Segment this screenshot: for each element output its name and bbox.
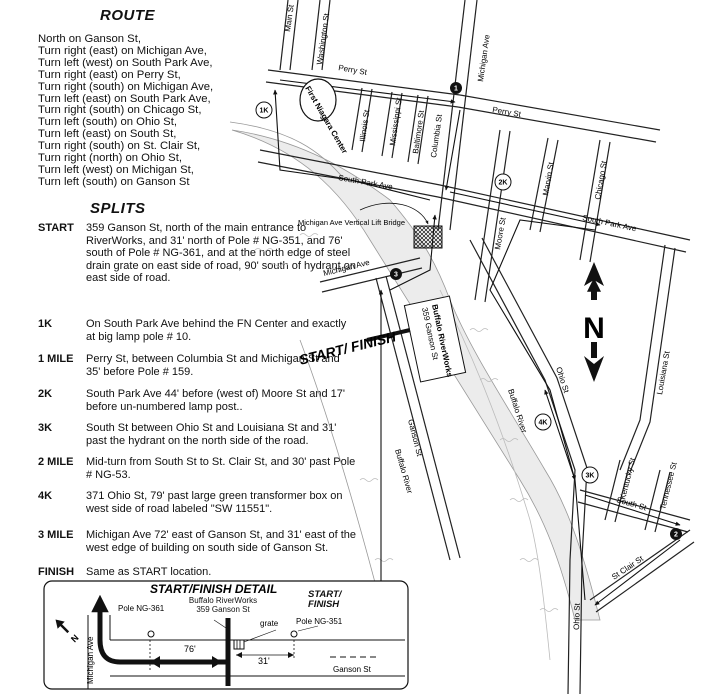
detail-michigan: Michigan Ave bbox=[86, 636, 95, 684]
svg-text:31': 31' bbox=[258, 656, 270, 666]
km-markers: 1K 2K 3K 4K bbox=[255, 101, 599, 484]
label-marvin: Marvin St bbox=[541, 161, 556, 197]
detail-title: START/FINISH DETAIL bbox=[150, 582, 277, 596]
label-michigan-n: Michigan Ave bbox=[476, 34, 492, 83]
riverworks-building bbox=[403, 295, 467, 383]
route-step: Turn left (west) on South Park Ave, bbox=[38, 56, 213, 69]
route-step: Turn right (east) on Perry St, bbox=[38, 68, 181, 81]
svg-text:1K: 1K bbox=[260, 108, 269, 115]
start-finish-label: START/ FINISH bbox=[297, 328, 398, 368]
label-st-clair: St Clair St bbox=[610, 554, 646, 582]
split-desc: South St between Ohio St and Louisiana S… bbox=[86, 422, 337, 447]
label-ganson: Ganson St bbox=[406, 418, 424, 458]
split-desc: South Park Ave 44' before (west of) Moor… bbox=[86, 388, 345, 413]
route-step: Turn left (south) on Ganson St bbox=[38, 175, 190, 188]
svg-text:3K: 3K bbox=[586, 473, 595, 480]
route-step: Turn right (east) on Michigan Ave, bbox=[38, 44, 207, 57]
route-step: Turn right (north) on Ohio St, bbox=[38, 152, 182, 165]
label-main: Main St bbox=[283, 3, 296, 32]
label-perry-w: Perry St bbox=[338, 63, 369, 77]
route-step: Turn left (west) on Michigan St, bbox=[38, 163, 194, 176]
svg-text:1: 1 bbox=[454, 86, 458, 93]
split-desc: Michigan Ave 72' east of Ganson St, and … bbox=[86, 529, 357, 554]
split-desc: 359 Ganson St, north of the main entranc… bbox=[86, 222, 356, 284]
route-step: Turn left (east) on South St, bbox=[38, 128, 177, 141]
label-tennessee: Tennessee St bbox=[658, 461, 679, 511]
split-desc: Mid-turn from South St to St. Clair St, … bbox=[86, 456, 356, 481]
route-step: Turn left (east) on South Park Ave, bbox=[38, 92, 211, 105]
split-key: FINISH bbox=[38, 566, 75, 578]
bridge-label: Michigan Ave Vertical Lift Bridge bbox=[298, 218, 405, 227]
detail-ganson: Ganson St bbox=[333, 665, 372, 674]
label-perry-e: Perry St bbox=[492, 105, 523, 119]
detail-pole-351: Pole NG-351 bbox=[296, 617, 343, 626]
split-desc: Same as START location. bbox=[86, 566, 212, 578]
river-area bbox=[231, 129, 601, 621]
label-columbia: Columbia St bbox=[429, 113, 444, 158]
svg-text:2: 2 bbox=[674, 532, 678, 539]
mile-markers: 1 2 3 bbox=[390, 82, 682, 540]
north-arrow-icon: N bbox=[583, 262, 605, 382]
route-title: ROUTE bbox=[100, 7, 155, 24]
route-step: North on Ganson St, bbox=[38, 33, 141, 45]
route-step: Turn right (south) on Chicago St, bbox=[38, 104, 202, 117]
label-michigan-w: Michigan Ave bbox=[322, 258, 371, 278]
svg-text:2K: 2K bbox=[499, 180, 508, 187]
detail-riverworks: Buffalo RiverWorks 359 Ganson St bbox=[188, 596, 258, 614]
split-key: START bbox=[38, 222, 74, 234]
svg-text:N: N bbox=[69, 633, 81, 645]
split-desc: On South Park Ave behind the FN Center a… bbox=[86, 318, 347, 343]
route-step: Turn right (south) on St. Clair St, bbox=[38, 140, 201, 153]
svg-text:76': 76' bbox=[184, 644, 196, 654]
detail-diagram: 76' 31' N bbox=[55, 594, 405, 689]
detail-pole-361: Pole NG-361 bbox=[118, 604, 165, 613]
first-niagara-center bbox=[299, 78, 337, 122]
split-key: 4K bbox=[38, 490, 53, 502]
split-desc: 371 Ohio St, 79' past large green transf… bbox=[86, 490, 343, 515]
svg-text:3: 3 bbox=[394, 272, 398, 279]
label-river-2: Buffalo River bbox=[393, 448, 414, 495]
split-key: 1K bbox=[38, 318, 53, 330]
svg-text:4K: 4K bbox=[539, 420, 548, 427]
route-step: Turn left (south) on Ohio St, bbox=[38, 116, 177, 129]
route-step: Turn right (south) on Michigan Ave, bbox=[38, 80, 214, 93]
label-kentucky: Kentucky St bbox=[618, 456, 637, 500]
route-directions: North on Ganson St,Turn right (east) on … bbox=[38, 33, 214, 189]
split-key: 2K bbox=[38, 388, 53, 400]
svg-text:N: N bbox=[583, 312, 605, 345]
split-key: 3 MILE bbox=[38, 529, 74, 541]
split-desc: Perry St, between Columbia St and Michig… bbox=[86, 353, 340, 378]
split-key: 1 MILE bbox=[38, 353, 74, 365]
label-illinois: Illinois St bbox=[358, 109, 371, 143]
label-ohio-s: Ohio St bbox=[572, 602, 582, 630]
label-baltimore: Baltimore St bbox=[411, 109, 426, 154]
detail-north-icon: N bbox=[55, 619, 81, 645]
split-key: 2 MILE bbox=[38, 456, 74, 468]
lift-bridge bbox=[413, 225, 443, 249]
start-finish-bar bbox=[366, 328, 411, 342]
label-ohio: Ohio St bbox=[554, 366, 571, 395]
label-moore: Moore St bbox=[493, 216, 508, 250]
detail-grate: grate bbox=[260, 619, 279, 628]
split-key: 3K bbox=[38, 422, 53, 434]
detail-start-finish: START/ FINISH bbox=[308, 589, 342, 610]
splits-title: SPLITS bbox=[90, 200, 146, 217]
